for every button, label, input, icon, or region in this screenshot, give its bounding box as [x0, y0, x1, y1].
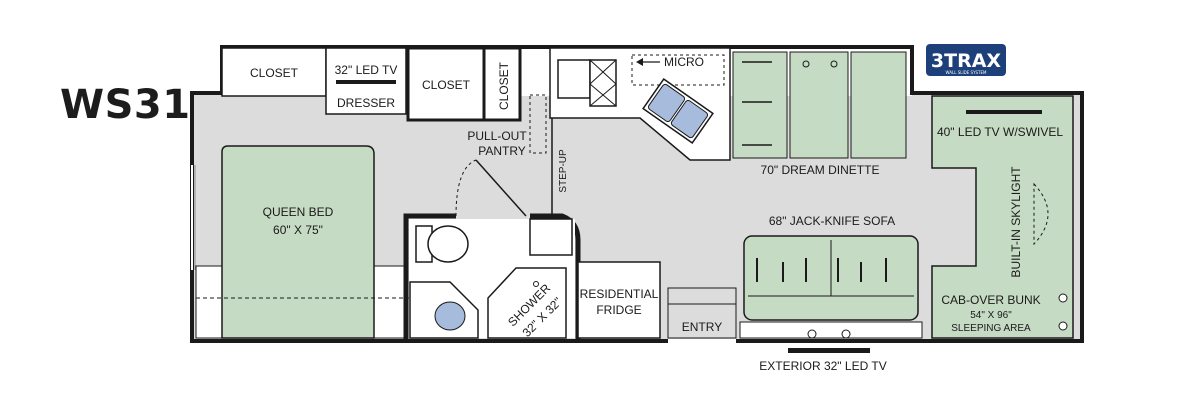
- dresser-label: DRESSER: [337, 96, 395, 110]
- brand-logo: 3TRAX WALL SLIDE SYSTEM: [926, 44, 1006, 76]
- closet-middle: [406, 46, 486, 122]
- dinette-seat-right: [850, 51, 907, 159]
- toilet: [415, 225, 469, 263]
- bath-door-swing: [455, 159, 477, 217]
- brand-logo-subtext: WALL SLIDE SYSTEM: [946, 70, 988, 75]
- tv-40-label: 40" LED TV W/SWIVEL: [937, 125, 1063, 139]
- bunk-label-line3: SLEEPING AREA: [951, 323, 1031, 334]
- cab-seat-icon-b: [1058, 321, 1068, 331]
- micro-arrowhead: [636, 58, 643, 66]
- skylight-outline: [1033, 182, 1049, 246]
- brand-logo-text: 3TRAX: [931, 50, 1002, 72]
- tv-32-shape: [336, 80, 396, 84]
- closet-rear-label: CLOSET: [250, 66, 299, 80]
- double-sink: [642, 78, 714, 144]
- dinette-seat-left: [732, 51, 788, 159]
- sink: [557, 59, 591, 99]
- pantry-label-line1: PULL-OUT: [467, 129, 527, 143]
- sofa-strip-dot-a: [807, 329, 817, 339]
- cooktop: [589, 59, 617, 107]
- queen-bed-size: 60" X 75": [273, 223, 323, 237]
- entry-step: [667, 287, 737, 339]
- dinette-table: [789, 51, 849, 159]
- sofa-slide-strip: [739, 321, 923, 339]
- bunk-label-line2: 54" X 96": [970, 310, 1012, 321]
- pantry-outline: [529, 94, 547, 154]
- sofa-label: 68" JACK-KNIFE SOFA: [769, 214, 895, 228]
- shower-pan: [487, 267, 567, 339]
- model-name: WS31: [60, 82, 191, 128]
- tv-32-label: 32" LED TV: [335, 63, 398, 77]
- dinette-cupholder-b: [830, 60, 838, 68]
- entry-door-gap: [668, 339, 736, 343]
- nightstand-left: [195, 265, 223, 339]
- dinette-cupholder-a: [802, 60, 810, 68]
- cab-over-platform: [931, 95, 1074, 339]
- cooktop-burner-d: [589, 83, 617, 107]
- fridge-label-line1: RESIDENTIAL: [580, 287, 659, 301]
- sofa-strip-dot-b: [841, 329, 851, 339]
- entry-label: ENTRY: [682, 320, 722, 334]
- step-up-label: STEP-UP: [558, 149, 569, 193]
- pantry-label-line2: PANTRY: [478, 144, 526, 158]
- closet-middle-label: CLOSET: [422, 78, 471, 92]
- shower-drain: [533, 281, 539, 287]
- exterior-tv-shape: [788, 348, 870, 353]
- closet-tall: [482, 46, 522, 122]
- bath-door: [475, 159, 527, 217]
- bunk-label-line1: CAB-OVER BUNK: [941, 293, 1040, 307]
- nightstand-right: [373, 265, 407, 339]
- microwave-outline: [631, 54, 725, 86]
- dinette-label: 70" DREAM DINETTE: [761, 163, 880, 177]
- bath-corner-cabinet: [529, 218, 573, 256]
- cooktop-burner-b: [589, 59, 617, 85]
- queen-bed-label: QUEEN BED: [263, 205, 334, 219]
- closet-rear: [221, 47, 327, 97]
- skylight-label: BUILT-IN SKYLIGHT: [1009, 166, 1023, 278]
- cab-seat-icon-a: [1058, 293, 1068, 303]
- queen-bed: [221, 145, 375, 339]
- exterior-tv-label: EXTERIOR 32" LED TV: [759, 359, 886, 373]
- residential-fridge: [577, 261, 661, 339]
- micro-label: MICRO: [664, 55, 704, 69]
- closet-tall-label: CLOSET: [497, 61, 511, 110]
- bath-sink-basin: [434, 301, 466, 331]
- fridge-label-line2: FRIDGE: [596, 303, 641, 317]
